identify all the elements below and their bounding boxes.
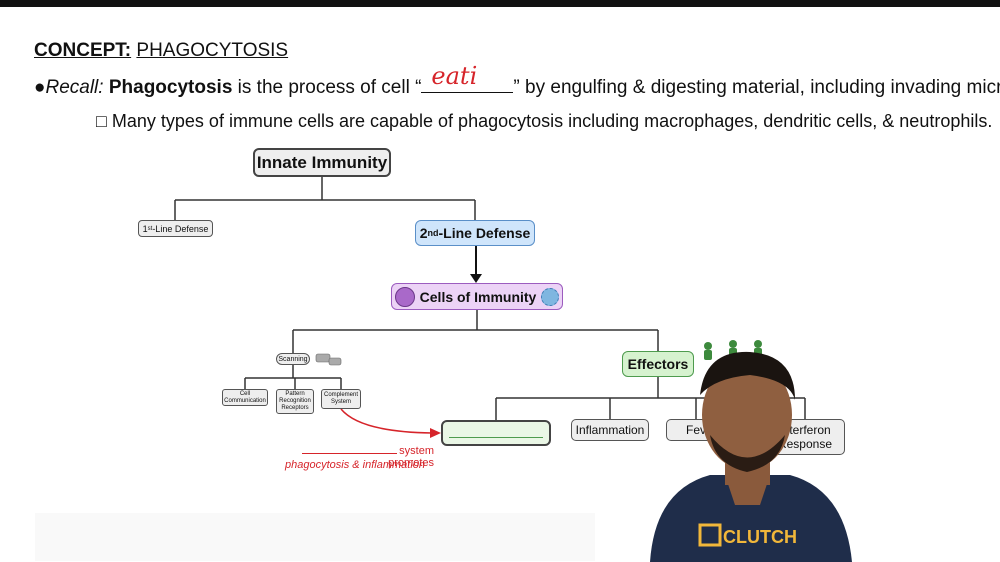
clutch-logo-icon — [698, 523, 722, 547]
presenter-avatar: CLUTCH — [650, 351, 852, 562]
complement-note-2: phagocytosis & inflammation — [285, 459, 426, 471]
blank-answer-box — [441, 420, 551, 446]
subpoint-text: Many types of immune cells are capable o… — [111, 111, 993, 131]
recall-term: Phagocytosis — [108, 77, 233, 98]
recall-prefix: Recall: — [45, 77, 104, 98]
virus-icon — [541, 287, 560, 306]
faded-region — [35, 513, 595, 561]
note-blank — [302, 453, 398, 454]
checkbox-icon: □ — [96, 111, 107, 131]
recall-text-before: is the process of cell “ — [237, 77, 422, 98]
scanning-box: Scanning — [276, 353, 310, 365]
top-bar — [0, 0, 1000, 7]
cell-communication-box: Cell Communication — [222, 389, 268, 406]
complement-system-box: Complement System — [321, 389, 361, 409]
cells-label: Cells of Immunity — [419, 288, 537, 305]
second-line-text: -Line Defense — [438, 225, 531, 241]
shirt-text: CLUTCH — [723, 527, 797, 547]
handwritten-answer: eati — [431, 62, 478, 90]
cell-icon — [394, 286, 415, 307]
innate-immunity-box: Innate Immunity — [253, 148, 391, 177]
inflammation-box: Inflammation — [571, 419, 649, 441]
bullet-icon: ● — [34, 77, 46, 98]
fill-blank: eati — [421, 62, 514, 93]
effectors-box: Effectors — [622, 351, 694, 377]
first-line-num: 1 — [142, 223, 148, 234]
pattern-recognition-box: Pattern Recognition Receptors — [276, 389, 314, 414]
concept-heading: CONCEPT: PHAGOCYTOSIS — [34, 40, 288, 62]
second-line-sup: nd — [427, 228, 439, 238]
concept-title: PHAGOCYTOSIS — [136, 40, 289, 61]
first-line-sup: st — [147, 225, 153, 232]
second-line-num: 2 — [419, 225, 428, 241]
complement-note: system promotes — [264, 445, 434, 469]
camera-icon — [315, 353, 342, 366]
recall-line: ●Recall: Phagocytosis is the process of … — [34, 62, 1000, 99]
first-line-text: -Line Defense — [152, 223, 209, 234]
recall-text-after: ” by engulfing & digesting material, inc… — [513, 77, 1000, 98]
subpoint: □ Many types of immune cells are capable… — [96, 111, 992, 132]
cells-of-immunity-box: Cells of Immunity — [391, 283, 563, 310]
note-line1: system promotes — [388, 445, 434, 469]
concept-label: CONCEPT: — [34, 40, 132, 61]
